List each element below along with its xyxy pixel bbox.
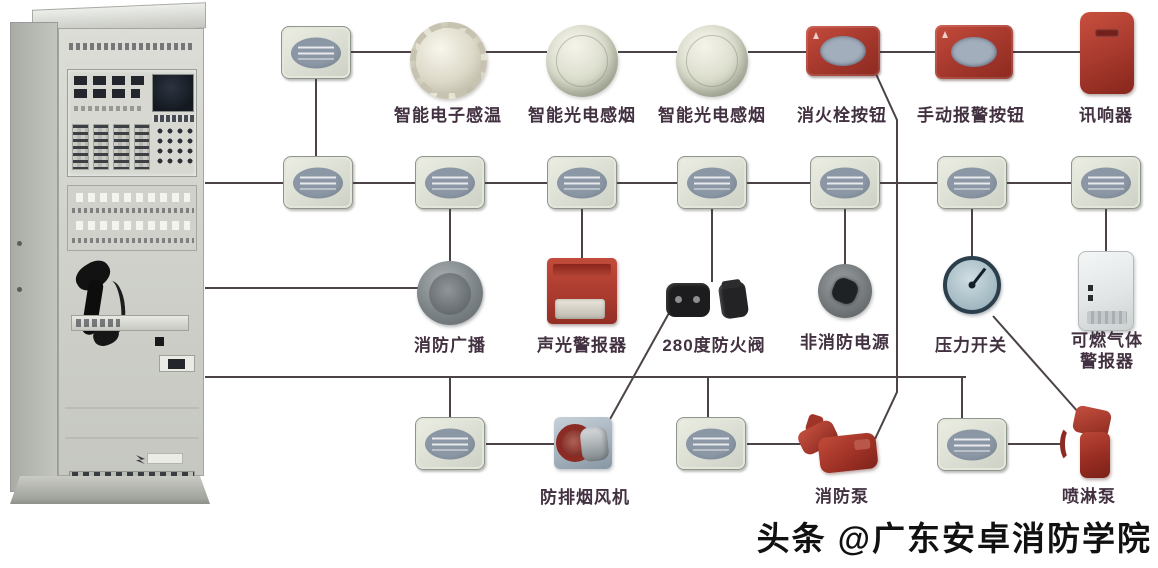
sprinkler-pump [1058, 404, 1120, 482]
lcd-screen [152, 74, 194, 112]
fire-broadcast-speaker [417, 261, 483, 325]
switch-clusters [72, 124, 150, 170]
cabinet-front-panel [58, 28, 204, 485]
cabinet-side-panel [10, 22, 58, 492]
io-module [677, 156, 747, 209]
device-label: 可燃气体警报器 [1071, 331, 1143, 372]
led-indicator-row [74, 76, 148, 85]
fire-damper [666, 280, 750, 320]
device-label: 智能电子感温 [394, 106, 502, 125]
fire-pump [795, 413, 883, 479]
device-label: 280度防火阀 [662, 336, 766, 355]
smoke-exhaust-fan [554, 417, 612, 469]
device-label: 压力开关 [935, 336, 1007, 355]
pump-body [817, 432, 879, 474]
switch-cluster [113, 124, 130, 170]
switch-cluster [72, 124, 89, 170]
key-switch [159, 355, 195, 372]
sounder [1080, 12, 1134, 94]
io-module [283, 156, 353, 209]
switch-cluster [133, 124, 150, 170]
damper-valve [717, 280, 750, 320]
smoke-detector [546, 25, 618, 97]
watermark-text: 头条 @广东安卓消防学院 [756, 520, 1152, 557]
label-row [72, 238, 194, 243]
damper-actuator [666, 283, 710, 317]
small-black-button [155, 337, 164, 346]
device-label: 讯响器 [1079, 106, 1133, 125]
device-label: 智能光电感烟 [658, 106, 766, 125]
io-module [547, 156, 617, 209]
smoke-detector [676, 25, 748, 97]
led-indicator-row [74, 89, 140, 98]
io-module [415, 417, 485, 470]
fire-alarm-control-panel [10, 2, 210, 511]
hydrant-button [806, 26, 880, 76]
io-module [937, 418, 1007, 471]
io-module [415, 156, 485, 209]
combustible-gas-alarm [1078, 251, 1134, 331]
device-label: 防排烟风机 [540, 488, 630, 507]
heat-detector [410, 22, 487, 99]
button-strip [152, 115, 194, 122]
fan-housing [579, 425, 610, 463]
switch-cluster [92, 124, 109, 170]
device-label: 非消防电源 [800, 333, 890, 352]
pump-body [1080, 432, 1110, 478]
io-module [937, 156, 1007, 209]
keypad-grid [155, 126, 195, 168]
io-module [810, 156, 880, 209]
pump-pipe [1060, 426, 1078, 462]
device-label: 智能光电感烟 [528, 106, 636, 125]
cabinet-display-panel [67, 69, 197, 177]
pressure-switch [943, 256, 1001, 314]
io-module [676, 417, 746, 470]
zone-button-panel [67, 185, 197, 251]
non-fire-power-supply [818, 264, 872, 318]
device-label: 手动报警按钮 [917, 106, 1025, 125]
cabinet-nameplate [147, 453, 183, 464]
io-module [1071, 156, 1141, 209]
cabinet-slot [71, 315, 189, 331]
device-label: 消火栓按钮 [797, 106, 887, 125]
io-module [281, 26, 351, 79]
cabinet-title-strip [69, 43, 195, 50]
cabinet-base [10, 476, 210, 504]
button-row [76, 193, 190, 202]
panel-text-strip [74, 106, 144, 111]
device-label: 消防广播 [414, 336, 486, 355]
device-label: 声光警报器 [537, 336, 627, 355]
label-row [72, 208, 194, 213]
button-row [76, 221, 190, 230]
device-label: 喷淋泵 [1062, 487, 1116, 506]
device-label: 消防泵 [815, 487, 869, 506]
manual-call-point [935, 25, 1013, 79]
strobe-sounder [547, 258, 617, 324]
